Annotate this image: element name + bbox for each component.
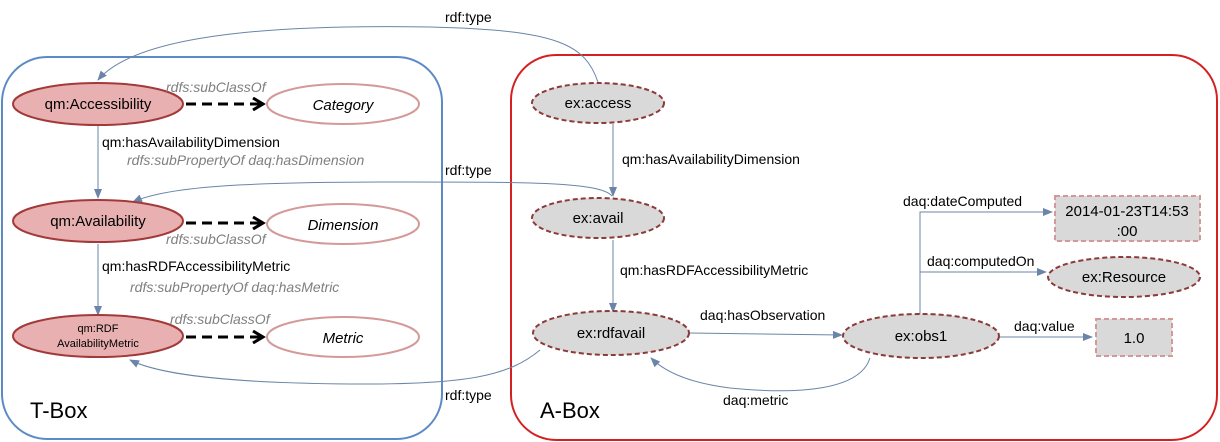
abox-edge-has-observation <box>689 330 843 339</box>
label-tbox-has-rdf-metric: qm:hasRDFAccessibilityMetric <box>102 258 290 274</box>
node-availability: qm:Availability <box>12 199 184 243</box>
literal-date-line2: :00 <box>1117 223 1138 240</box>
rdf-type-edge-3 <box>129 349 541 385</box>
label-value: daq:value <box>1014 318 1075 334</box>
node-category-label: Category <box>313 97 375 114</box>
node-category: Category <box>266 83 420 125</box>
tbox-container <box>1 56 443 440</box>
node-dimension-label: Dimension <box>308 217 379 234</box>
rdf-type-edge-2 <box>132 181 613 203</box>
node-accessibility-label: qm:Accessibility <box>45 96 152 113</box>
node-ex-rdfavail-label: ex:rdfavail <box>577 325 645 342</box>
tbox-title: T-Box <box>30 398 87 423</box>
label-subprop-metric: rdfs:subPropertyOf daq:hasMetric <box>130 279 339 295</box>
node-metric: Metric <box>266 316 420 358</box>
label-has-observation: daq:hasObservation <box>700 307 825 323</box>
node-rdf-metric-label-1: qm:RDF <box>78 323 119 335</box>
label-tbox-has-avail-dim: qm:hasAvailabilityDimension <box>102 134 280 150</box>
node-ex-rdfavail: ex:rdfavail <box>532 310 690 356</box>
label-computed-on: daq:computedOn <box>927 253 1034 269</box>
node-ex-access-label: ex:access <box>565 95 632 112</box>
node-ex-resource-label: ex:Resource <box>1082 269 1166 286</box>
label-abox-has-rdf-metric: qm:hasRDFAccessibilityMetric <box>620 262 808 278</box>
node-ex-obs1: ex:obs1 <box>842 313 1000 359</box>
abox-title: A-Box <box>540 398 600 423</box>
label-rdf-type-2: rdf:type <box>445 162 492 178</box>
literal-value: 1.0 <box>1095 318 1173 357</box>
node-ex-obs1-label: ex:obs1 <box>895 328 948 345</box>
label-subprop-dim: rdfs:subPropertyOf daq:hasDimension <box>127 152 365 168</box>
node-ex-avail: ex:avail <box>531 197 665 239</box>
node-ex-resource: ex:Resource <box>1047 256 1201 298</box>
literal-date-line1: 2014-01-23T14:53 <box>1065 203 1188 220</box>
node-ex-avail-label: ex:avail <box>573 210 624 227</box>
label-abox-has-avail-dim: qm:hasAvailabilityDimension <box>622 151 800 167</box>
rdf-type-edge-1 <box>97 26 599 83</box>
node-ex-access: ex:access <box>531 82 665 124</box>
label-subclass-1: rdfs:subClassOf <box>166 79 268 95</box>
label-rdf-type-3: rdf:type <box>445 387 492 403</box>
node-metric-label: Metric <box>323 330 364 347</box>
literal-value-label: 1.0 <box>1124 330 1145 347</box>
literal-date: 2014-01-23T14:53 :00 <box>1054 195 1201 242</box>
label-date-computed: daq:dateComputed <box>903 193 1022 209</box>
node-availability-label: qm:Availability <box>50 213 146 230</box>
node-rdf-availability-metric: qm:RDF AvailabilityMetric <box>12 314 184 358</box>
label-subclass-3: rdfs:subClassOf <box>170 311 272 327</box>
label-rdf-type-1: rdf:type <box>445 9 492 25</box>
label-metric: daq:metric <box>723 392 788 408</box>
label-subclass-2: rdfs:subClassOf <box>166 231 268 247</box>
node-dimension: Dimension <box>266 203 420 245</box>
abox-edge-metric <box>650 357 871 392</box>
node-rdf-metric-label-2: AvailabilityMetric <box>57 338 139 350</box>
abox-container <box>510 54 1218 441</box>
abox-edge-date-computed <box>919 208 1053 314</box>
node-accessibility: qm:Accessibility <box>12 82 184 126</box>
